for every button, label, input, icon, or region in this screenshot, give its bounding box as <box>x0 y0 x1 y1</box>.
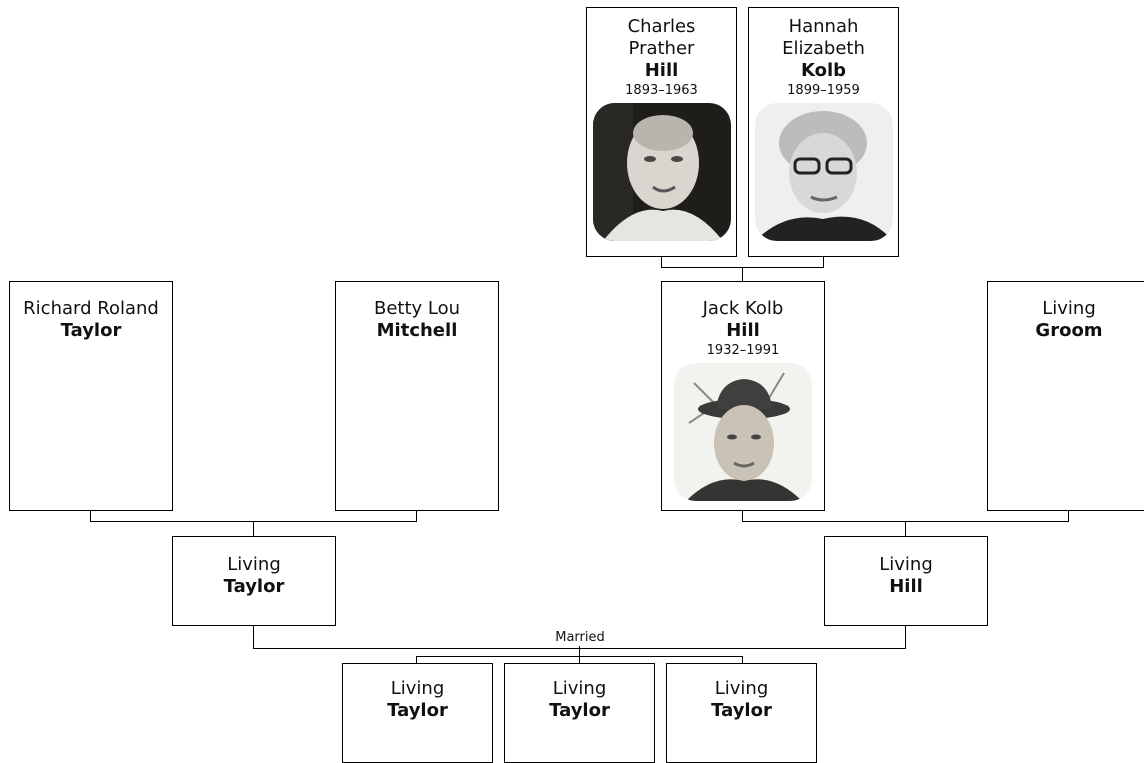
person-box-living-hill[interactable]: Living Hill <box>824 536 988 626</box>
life-dates: 1893–1963 <box>625 83 698 98</box>
surname: Mitchell <box>376 320 458 341</box>
given-name: Jack Kolb <box>702 298 784 319</box>
given-name: Hannah Elizabeth <box>782 16 865 59</box>
surname: Hill <box>726 320 760 341</box>
person-box-child-taylor[interactable]: Living Taylor <box>504 663 655 763</box>
surname: Taylor <box>387 700 448 721</box>
person-box-living-groom[interactable]: Living Groom <box>987 281 1144 511</box>
surname: Hill <box>889 576 923 597</box>
connector-line <box>823 256 824 268</box>
life-dates: 1932–1991 <box>706 343 780 358</box>
person-box-jack-hill[interactable]: Jack Kolb Hill 1932–1991 <box>661 281 825 511</box>
connector-line <box>742 656 743 664</box>
surname: Hill <box>644 60 679 81</box>
surname: Taylor <box>549 700 610 721</box>
connector-line <box>90 510 91 522</box>
given-name: Living <box>227 554 281 575</box>
portrait-photo <box>754 103 893 241</box>
surname: Taylor <box>711 700 772 721</box>
surname: Kolb <box>800 60 847 81</box>
connector-line <box>905 521 906 536</box>
connector-line <box>416 656 417 664</box>
connector-line <box>579 656 580 664</box>
married-label: Married <box>555 630 605 645</box>
given-name: Living <box>1042 298 1096 319</box>
connector-line <box>253 521 254 536</box>
connector-line <box>416 510 417 522</box>
surname: Taylor <box>60 320 122 341</box>
surname: Groom <box>1035 320 1103 341</box>
connector-line <box>742 267 743 281</box>
connector-line <box>579 646 580 658</box>
portrait-photo <box>674 363 812 501</box>
surname: Taylor <box>223 576 285 597</box>
given-name: Living <box>879 554 933 575</box>
connector-line <box>253 625 254 649</box>
portrait-photo <box>592 103 731 241</box>
given-name: Living <box>552 678 607 699</box>
connector-line <box>661 256 662 268</box>
connector-line <box>905 625 906 649</box>
given-name: Richard Roland <box>23 298 159 319</box>
person-box-richard-taylor[interactable]: Richard Roland Taylor <box>9 281 173 511</box>
person-box-hannah-kolb[interactable]: Hannah Elizabeth Kolb 1899–1959 <box>748 7 899 257</box>
person-box-charles-hill[interactable]: Charles Prather Hill 1893–1963 <box>586 7 737 257</box>
given-name: Charles Prather <box>627 16 696 59</box>
connector-line <box>742 510 743 522</box>
given-name: Living <box>390 678 445 699</box>
person-box-child-taylor[interactable]: Living Taylor <box>342 663 493 763</box>
person-box-living-taylor[interactable]: Living Taylor <box>172 536 336 626</box>
connector-line <box>1068 510 1069 522</box>
person-box-betty-mitchell[interactable]: Betty Lou Mitchell <box>335 281 499 511</box>
given-name: Living <box>714 678 769 699</box>
person-box-child-taylor[interactable]: Living Taylor <box>666 663 817 763</box>
life-dates: 1899–1959 <box>787 83 860 98</box>
given-name: Betty Lou <box>373 298 461 319</box>
